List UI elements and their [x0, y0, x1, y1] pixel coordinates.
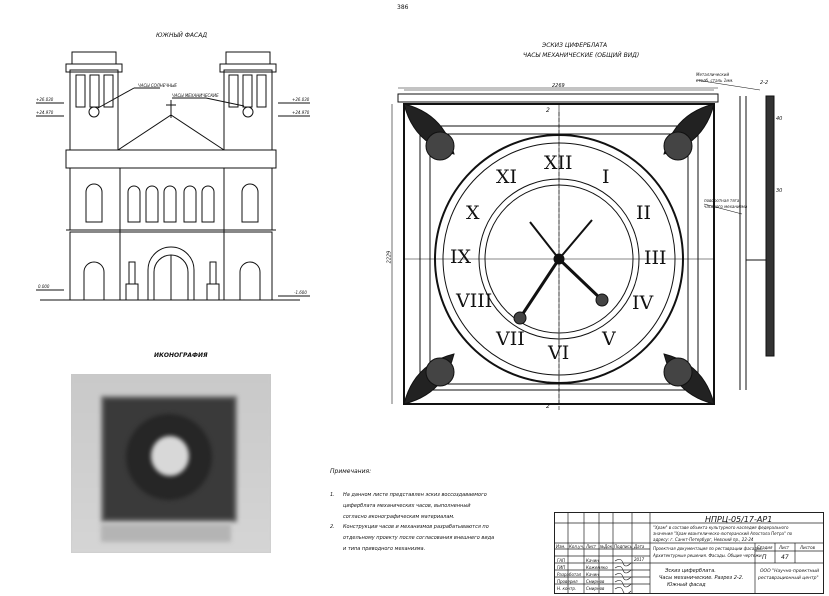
- section-mark-top: 2: [546, 107, 550, 114]
- level-left-2: +24.970: [36, 110, 54, 115]
- tb-name-5: Смирнов: [586, 586, 605, 591]
- numeral-ii: II: [636, 202, 652, 224]
- note-2-line3: и типа приводного механизма.: [343, 546, 426, 552]
- clock-title-2: ЧАСЫ МЕХАНИЧЕСКИЕ (ОБЩИЙ ВИД): [523, 52, 640, 59]
- tb-drawing-1: Эскиз циферблата.: [665, 568, 716, 574]
- tb-header-list: Лист: [586, 544, 597, 549]
- numeral-iii: III: [644, 247, 667, 269]
- tb-sheet-label: Лист: [779, 545, 790, 550]
- side-note-4: поворотная тяга: [704, 198, 740, 203]
- note-1-line3: согласно иконографическим материалам.: [343, 514, 455, 520]
- note-2-line2: отдельному проекту после согласования вн…: [343, 535, 495, 541]
- tb-role-5: Н. контр.: [557, 586, 577, 591]
- level-right-1: +26.030: [292, 97, 310, 102]
- tb-header-doc: №Док.: [600, 544, 614, 549]
- tb-header-date: Дата: [634, 544, 645, 549]
- note-2-line1: Конструкции часов и механизмов разрабаты…: [343, 524, 489, 530]
- tb-object-1: "Храм" в составе объекта культурного нас…: [653, 525, 789, 530]
- title-block-grid: [555, 513, 823, 593]
- note-1-num: 1.: [330, 492, 335, 498]
- photo-clock-frame: [101, 396, 237, 522]
- page-number: 386: [397, 4, 409, 11]
- side-dim-2: 30: [776, 188, 783, 194]
- tb-header-sign: Подпись: [614, 544, 632, 549]
- tb-name-3: Качин: [586, 572, 599, 577]
- side-note-5: часового механизма: [704, 204, 748, 209]
- iconography-title: ИКОНОГРАФИЯ: [154, 352, 208, 359]
- tb-name-2: Кожемяко: [586, 565, 608, 570]
- level-left-bottom: 0.000: [38, 284, 50, 289]
- numeral-xii: XII: [544, 152, 573, 174]
- tb-year: 2017: [634, 557, 645, 562]
- tb-sheets-label: Листов: [800, 545, 815, 550]
- tb-org-2: реставрационный центр": [758, 576, 819, 581]
- notes-heading: Примечания:: [330, 468, 372, 475]
- iconography-photo: [71, 374, 271, 553]
- clock-title-1: ЭСКИЗ ЦИФЕРБЛАТА: [542, 42, 608, 49]
- tb-signatures: [614, 559, 632, 593]
- level-left-1: +26.030: [36, 97, 54, 102]
- side-note-2: столб, сталь 1мм.: [696, 78, 734, 83]
- tb-drawing-2: Часы механические. Разрез 2-2.: [659, 575, 744, 581]
- tb-drawing-3: Южный фасад: [667, 582, 706, 588]
- tb-code: НПРЦ-05/17-АР1: [705, 515, 773, 524]
- callout-clock-solar: ЧАСЫ СОЛНЕЧНЫЕ: [138, 83, 177, 88]
- numeral-iv: IV: [632, 292, 654, 314]
- tb-stage-label: Стадия: [757, 545, 773, 550]
- tb-org-1: ООО "Научно-проектный: [760, 569, 819, 574]
- side-note-1: Металлический: [696, 72, 730, 77]
- tb-header-kol: Кол.уч.: [569, 544, 585, 549]
- tb-name-1: Качин: [586, 558, 599, 563]
- tb-object-2: значения "Храм евангелическо-лютеранский…: [653, 531, 793, 536]
- note-1-line2: циферблата механических часов, выполненн…: [343, 503, 471, 509]
- tb-section-2: Архитектурные решения. Фасады. Общие чер…: [653, 553, 762, 558]
- tb-section-1: Проектная документация по реставрации фа…: [653, 546, 764, 551]
- numeral-ix: IX: [450, 246, 472, 268]
- side-dim-1: 40: [776, 116, 783, 122]
- numeral-viii: VIII: [456, 290, 493, 312]
- tb-role-2: ГИП: [557, 565, 566, 570]
- numeral-xi: XI: [496, 166, 518, 188]
- numeral-x: X: [466, 202, 480, 224]
- callout-clock-mech: ЧАСЫ МЕХАНИЧЕСКИЕ: [172, 93, 219, 98]
- title-block: НПРЦ-05/17-АР1 "Храм" в составе объекта …: [554, 512, 824, 594]
- numeral-vi: VI: [548, 342, 570, 364]
- tb-role-1: ГАП: [557, 558, 565, 563]
- tb-role-3: Разработал: [557, 572, 582, 577]
- tb-object-3: адресу: г. Санкт-Петербург, Невский пр.,…: [653, 537, 754, 542]
- note-2-num: 2.: [330, 524, 335, 530]
- clock-width-dim: 2269: [552, 83, 565, 89]
- tb-role-4: Проверил: [557, 579, 578, 584]
- tb-sheet: 47: [781, 554, 789, 561]
- tb-header-izm: Изм.: [556, 544, 566, 549]
- facade-title: ЮЖНЫЙ ФАСАД: [156, 32, 208, 39]
- photo-clock-center: [151, 436, 189, 476]
- level-right-2: +24.970: [292, 110, 310, 115]
- level-right-bottom: -1.600: [294, 290, 307, 295]
- numeral-i: I: [602, 166, 610, 188]
- side-note-3: 2-2: [760, 80, 769, 86]
- tb-stage: П: [762, 554, 767, 561]
- photo-base: [101, 524, 231, 542]
- numeral-v: V: [602, 328, 616, 350]
- note-1-line1: На данном листе представлен эскиз воссоз…: [343, 492, 487, 498]
- section-mark-bottom: 2: [546, 403, 550, 410]
- clock-height-dim: 2229: [386, 250, 393, 264]
- numeral-vii: VII: [496, 328, 525, 350]
- tb-name-4: Смирнов: [586, 579, 605, 584]
